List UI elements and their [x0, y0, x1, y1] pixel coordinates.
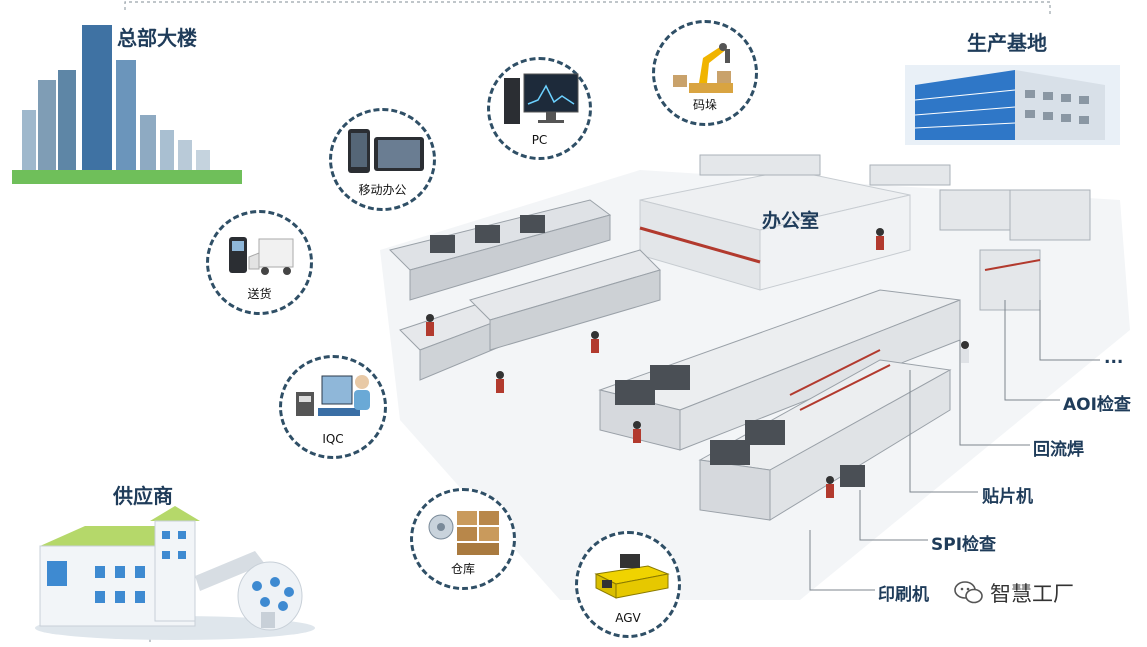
wechat-icon	[954, 581, 983, 604]
dark-machine-heads	[430, 215, 865, 487]
machine-rows-left	[389, 199, 661, 381]
machine-stripes	[789, 259, 1041, 411]
iqc-inspection-icon	[296, 375, 370, 416]
process-step-reflow: 回流焊	[1033, 440, 1084, 460]
node-delivery-label: 送货	[247, 287, 272, 301]
node-palletizing: 码垛	[652, 20, 758, 126]
node-agv: AGV	[575, 531, 681, 638]
supplier-label: 供应商	[113, 484, 173, 508]
watermark-text: 智慧工厂	[990, 582, 1074, 606]
robot-arm-icon	[673, 43, 733, 93]
production-base-building-icon	[905, 65, 1120, 145]
process-step-printer: 印刷机	[878, 585, 929, 605]
production-base-label: 生产基地	[967, 31, 1047, 55]
node-agv-label: AGV	[615, 611, 641, 625]
workers	[426, 228, 969, 498]
agv-vehicle-icon	[594, 554, 670, 599]
office-label: 办公室	[762, 210, 820, 232]
node-mobile-office: 移动办公	[329, 108, 436, 211]
headquarters-building-icon	[12, 25, 242, 184]
process-leader-lines	[809, 300, 1100, 591]
headquarters: 总部大楼	[12, 20, 242, 190]
node-pc: PC	[487, 57, 592, 160]
supplier: 供应商	[25, 478, 325, 640]
process-step-more: ...	[1104, 348, 1124, 368]
node-mobile-office-label: 移动办公	[358, 183, 407, 197]
node-palletizing-label: 码垛	[692, 98, 717, 112]
node-iqc-label: IQC	[322, 432, 344, 446]
phone-tablet-icon	[348, 129, 424, 173]
supplier-factory-icon	[35, 506, 315, 640]
node-pc-label: PC	[531, 133, 548, 147]
production-base: 生产基地	[905, 25, 1120, 145]
headquarters-label: 总部大楼	[117, 26, 197, 50]
watermark: 智慧工厂	[954, 578, 1074, 608]
machine-rows-back	[699, 154, 1091, 311]
node-warehouse-label: 仓库	[450, 562, 475, 576]
process-step-pick-place: 贴片机	[982, 487, 1033, 507]
process-step-spi: SPI检查	[931, 535, 997, 555]
node-delivery: 送货	[206, 210, 313, 315]
node-warehouse: 仓库	[410, 488, 516, 590]
pc-monitor-icon	[504, 73, 579, 124]
warehouse-boxes-icon	[428, 511, 499, 555]
office-block	[639, 169, 911, 291]
node-iqc: IQC	[279, 355, 387, 459]
delivery-truck-icon	[229, 237, 294, 275]
process-step-aoi: AOI检查	[1063, 395, 1131, 415]
